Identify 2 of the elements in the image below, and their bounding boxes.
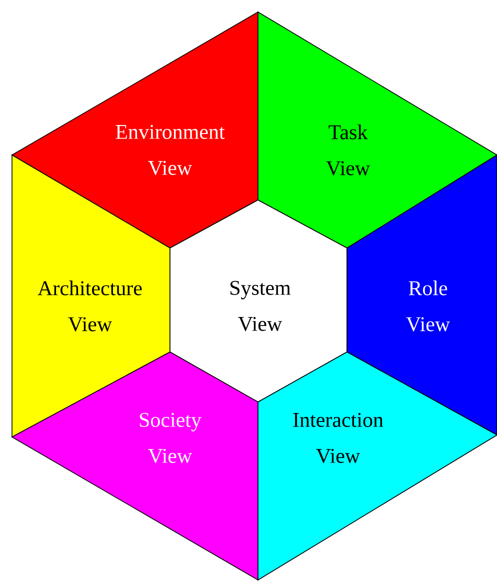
hexagon-segment: Interaction View bbox=[258, 352, 497, 581]
center-hexagon: System View bbox=[170, 200, 348, 402]
